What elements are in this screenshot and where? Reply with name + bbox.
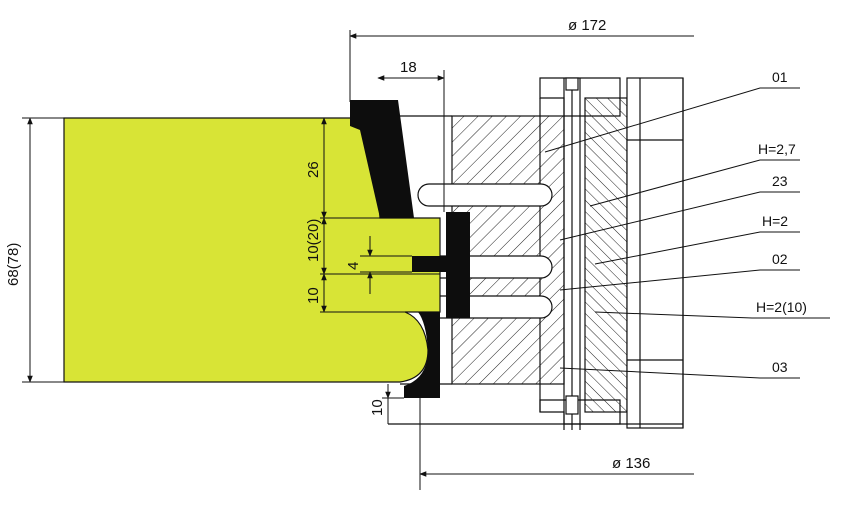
part-label-h2: H=2 — [762, 213, 788, 229]
cutter-knives — [350, 100, 470, 398]
dim-outer-diameter: ø 172 — [568, 17, 606, 34]
dim-groove: 4 — [345, 262, 362, 270]
dim-inner-diameter: ø 136 — [612, 455, 650, 472]
part-label-23: 23 — [772, 173, 788, 189]
cutter-body — [388, 77, 684, 430]
dim-cutter-width: 18 — [400, 59, 417, 76]
part-label-01: 01 — [772, 69, 788, 85]
dim-lower-profile: 10 — [305, 287, 322, 304]
part-label-03: 03 — [772, 359, 788, 375]
dim-bottom-offset: 10 — [369, 399, 386, 416]
part-label-h210: H=2(10) — [756, 299, 807, 315]
dim-total-height: 68(78) — [5, 243, 22, 286]
dim-tenon-slot: 10(20) — [305, 219, 322, 262]
part-label-02: 02 — [772, 251, 788, 267]
dim-upper-profile: 26 — [305, 161, 322, 178]
part-label-h27: H=2,7 — [758, 141, 796, 157]
